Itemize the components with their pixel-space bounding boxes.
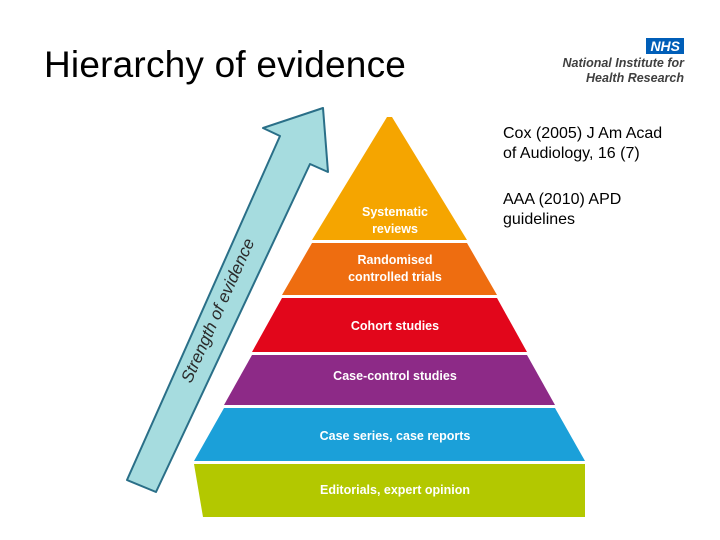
- pyramid-tier-1-label-line-2: reviews: [372, 222, 418, 236]
- strength-arrow: [126, 107, 329, 493]
- logo-line-1: National Institute for: [562, 56, 684, 70]
- reference-1: Cox (2005) J Am Acad of Audiology, 16 (7…: [503, 124, 662, 164]
- reference-1-line-2: of Audiology, 16 (7): [503, 145, 640, 162]
- pyramid-tier-case-control: [224, 355, 555, 405]
- pyramid-tier-randomised-trials: [282, 243, 497, 295]
- pyramid-tier-2-label-line-2: controlled trials: [348, 270, 442, 284]
- pyramid-tier-systematic-reviews: [312, 117, 467, 240]
- reference-1-line-1: Cox (2005) J Am Acad: [503, 125, 663, 142]
- reference-2-line-2: guidelines: [503, 211, 576, 228]
- nhs-badge: NHS: [646, 38, 684, 54]
- pyramid-tier-cohort-studies: [252, 298, 527, 352]
- logo-line-2: Health Research: [586, 71, 684, 85]
- pyramid-tier-3-label: Cohort studies: [351, 319, 439, 333]
- pyramid-tier-case-series: [194, 408, 585, 461]
- pyramid-tier-5-label: Case series, case reports: [320, 429, 471, 443]
- reference-2-line-1: AAA (2010) APD: [503, 191, 622, 208]
- pyramid-tier-6-label: Editorials, expert opinion: [320, 483, 470, 497]
- pyramid-tier-editorials: [194, 464, 585, 517]
- nihr-logo: NHS National Institute for Health Resear…: [540, 38, 690, 88]
- pyramid-tier-2-label-line-1: Randomised: [357, 253, 432, 267]
- page-title: Hierarchy of evidence: [44, 44, 407, 85]
- pyramid-tier-4-label: Case-control studies: [333, 369, 457, 383]
- strength-arrow-label: Strength of evidence: [177, 236, 258, 386]
- pyramid-tier-1-label-line-1: Systematic: [362, 205, 428, 219]
- reference-2: AAA (2010) APD guidelines: [503, 190, 621, 230]
